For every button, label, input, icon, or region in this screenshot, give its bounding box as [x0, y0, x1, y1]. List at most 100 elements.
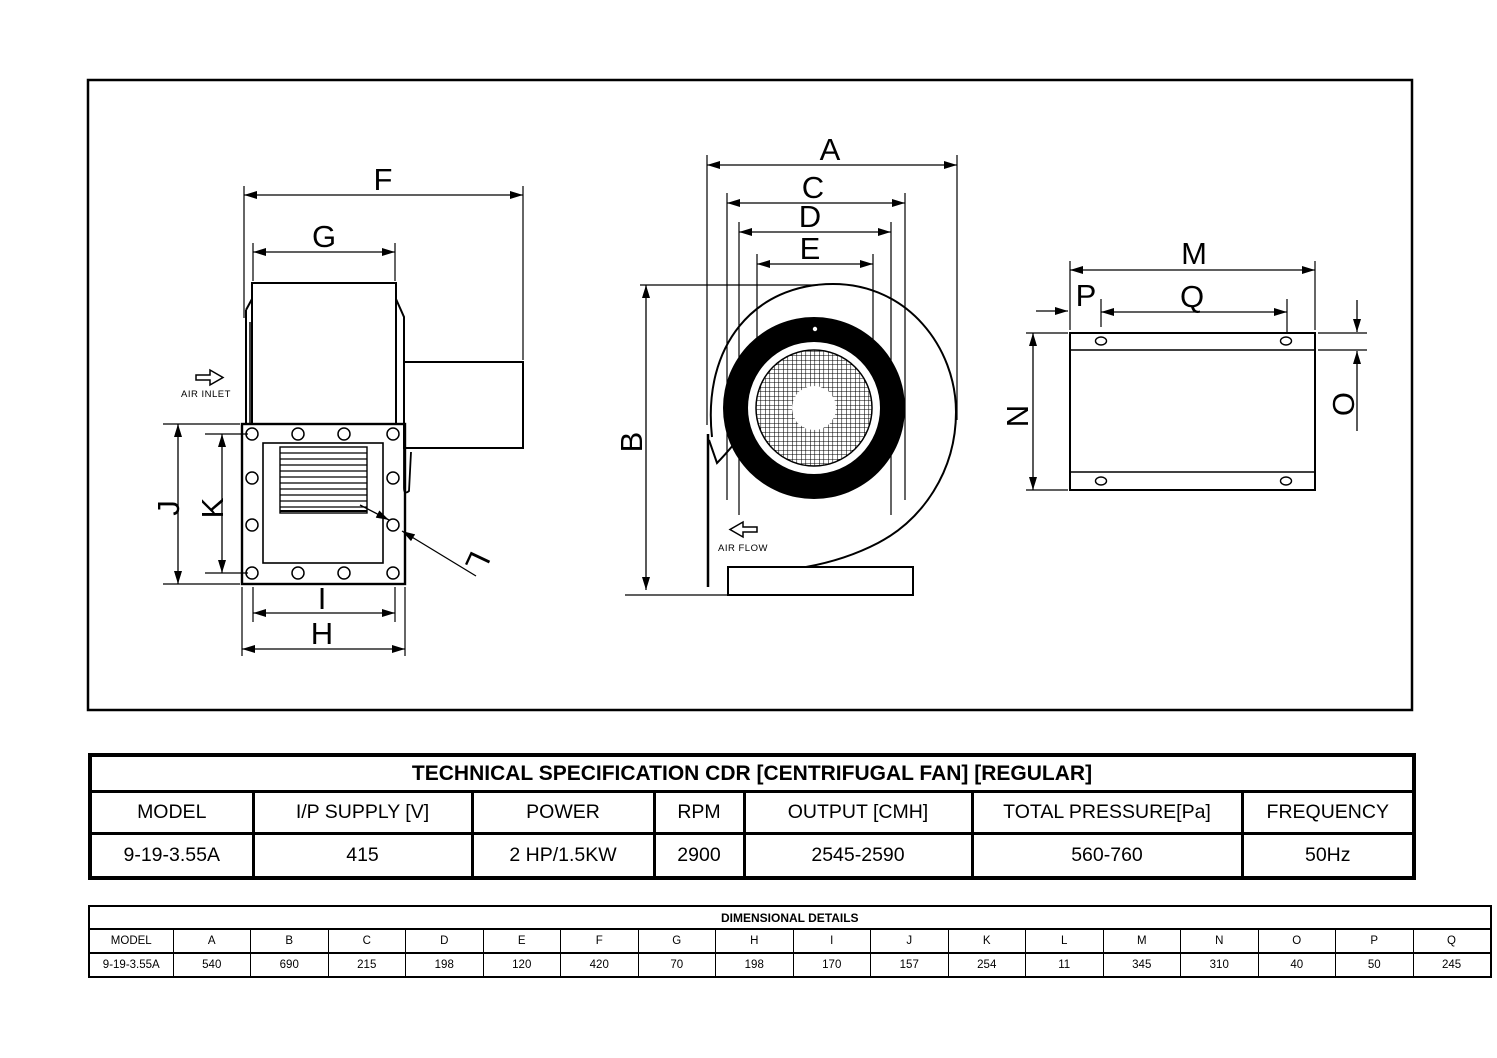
- dim-label-C: C: [802, 170, 824, 205]
- dim-value-J: 157: [870, 952, 949, 978]
- dim-header-C: C: [327, 928, 406, 954]
- dim-value-I: 170: [792, 952, 871, 978]
- spec-value-rpm: 2900: [652, 832, 746, 880]
- dim-table-title: DIMENSIONAL DETAILS: [88, 905, 1492, 930]
- spec-header-pressure: TOTAL PRESSURE[Pa]: [970, 790, 1244, 835]
- dim-value-B: 690: [250, 952, 329, 978]
- dim-header-D: D: [405, 928, 484, 954]
- spec-value-frequency: 50Hz: [1240, 832, 1416, 880]
- dim-N: [1026, 332, 1068, 491]
- dim-header-I: I: [792, 928, 871, 954]
- dim-M: [1069, 261, 1316, 330]
- dim-label-Q: Q: [1180, 279, 1204, 314]
- spec-header-frequency: FREQUENCY: [1240, 790, 1416, 835]
- spec-value-pressure: 560-760: [970, 832, 1244, 880]
- dim-Q: [1100, 299, 1288, 333]
- inlet-guard: [723, 317, 905, 499]
- dim-label-F: F: [374, 162, 393, 197]
- dim-label-I: I: [318, 581, 327, 616]
- spec-value-supply: 415: [251, 832, 474, 880]
- spec-table-title: TECHNICAL SPECIFICATION CDR [CENTRIFUGAL…: [88, 753, 1416, 793]
- dim-label-A: A: [820, 132, 841, 167]
- dim-value-Q: 245: [1412, 952, 1492, 978]
- inlet-plate: [245, 298, 253, 424]
- dim-header-K: K: [947, 928, 1026, 954]
- dim-label-E: E: [800, 231, 821, 266]
- mounting-base: [1069, 332, 1316, 491]
- spec-value-power: 2 HP/1.5KW: [470, 832, 656, 880]
- dim-value-M: 345: [1102, 952, 1181, 978]
- dim-header-Q: Q: [1412, 928, 1492, 954]
- dim-header-M: M: [1102, 928, 1181, 954]
- dim-G: [252, 243, 396, 281]
- flange-opening: [262, 442, 384, 564]
- dim-value-D: 198: [405, 952, 484, 978]
- dim-label-M: M: [1181, 236, 1207, 271]
- dim-value-P: 50: [1335, 952, 1414, 978]
- front-view: [625, 155, 958, 596]
- spec-value-model: 9-19-3.55A: [88, 832, 255, 880]
- base-plate: [727, 566, 914, 596]
- dim-header-E: E: [482, 928, 561, 954]
- dim-value-model: 9-19-3.55A: [88, 952, 174, 978]
- dim-B: [625, 284, 818, 596]
- dim-value-E: 120: [482, 952, 561, 978]
- hub: [792, 386, 836, 430]
- scroll-housing: [709, 282, 958, 568]
- dim-O: [1318, 300, 1367, 431]
- side-view: [163, 186, 524, 656]
- dim-value-L: 11: [1025, 952, 1104, 978]
- spec-header-model: MODEL: [88, 790, 255, 835]
- dim-header-H: H: [715, 928, 794, 954]
- spec-header-power: POWER: [470, 790, 656, 835]
- base-plan-view: [1026, 261, 1367, 491]
- spec-table: TECHNICAL SPECIFICATION CDR [CENTRIFUGAL…: [88, 753, 1417, 880]
- dim-value-A: 540: [172, 952, 251, 978]
- dim-J: [163, 423, 240, 585]
- dim-header-L: L: [1025, 928, 1104, 954]
- dim-value-H: 198: [715, 952, 794, 978]
- dim-label-O: O: [1326, 392, 1361, 416]
- dim-A: [706, 155, 958, 425]
- dim-value-N: 310: [1180, 952, 1259, 978]
- air-inlet-arrow-icon: [195, 368, 225, 387]
- dim-label-D: D: [799, 199, 821, 234]
- inlet-flange: [240, 422, 407, 586]
- dim-label-G: G: [312, 219, 336, 254]
- dim-F: [243, 186, 524, 360]
- air-flow-label: AIR FLOW: [718, 543, 768, 554]
- air-flow-arrow-icon: [728, 520, 758, 539]
- dim-value-C: 215: [327, 952, 406, 978]
- dim-label-L: L: [458, 546, 497, 576]
- dim-value-F: 420: [560, 952, 639, 978]
- dim-header-F: F: [560, 928, 639, 954]
- dim-value-K: 254: [947, 952, 1026, 978]
- spec-header-rpm: RPM: [652, 790, 746, 835]
- dim-value-G: 70: [637, 952, 716, 978]
- dim-label-J: J: [151, 500, 186, 516]
- dim-label-H: H: [311, 616, 333, 651]
- leader-L: [359, 504, 477, 577]
- housing-tab: [395, 298, 405, 362]
- drawing-border-frame: [86, 78, 1414, 712]
- dim-header-model: MODEL: [88, 928, 174, 954]
- dim-header-O: O: [1257, 928, 1336, 954]
- bolt-holes: [245, 427, 400, 580]
- dim-header-B: B: [250, 928, 329, 954]
- spec-value-output: 2545-2590: [742, 832, 974, 880]
- dimensional-table: DIMENSIONAL DETAILS MODEL A B C D E F G …: [88, 905, 1492, 978]
- dim-K: [205, 433, 248, 574]
- dim-header-P: P: [1335, 928, 1414, 954]
- louver: [279, 446, 368, 514]
- motor-housing: [251, 282, 397, 425]
- dim-header-A: A: [172, 928, 251, 954]
- dim-H: [241, 587, 406, 656]
- dim-header-N: N: [1180, 928, 1259, 954]
- dim-I: [252, 587, 396, 622]
- dim-header-J: J: [870, 928, 949, 954]
- dim-header-G: G: [637, 928, 716, 954]
- dim-label-K: K: [195, 497, 230, 518]
- spec-header-output: OUTPUT [CMH]: [742, 790, 974, 835]
